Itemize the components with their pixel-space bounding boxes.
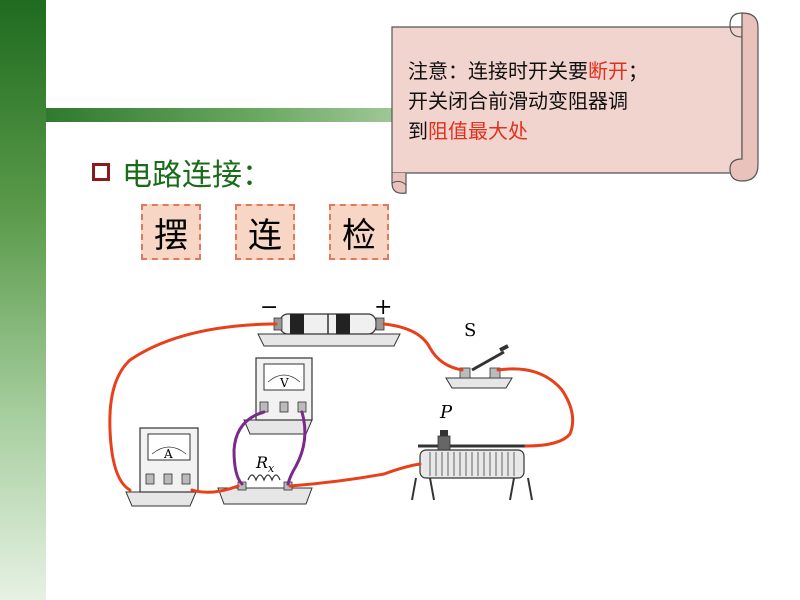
resistor-label: Rx <box>255 453 275 475</box>
switch-label: S <box>464 320 476 341</box>
plus-sign: + <box>374 295 392 320</box>
ammeter: A <box>125 427 199 507</box>
square-bullet-icon <box>92 163 110 181</box>
step-place: 摆 <box>141 204 201 260</box>
minus-sign: − <box>260 295 278 320</box>
slider-label: P <box>439 402 453 423</box>
wires <box>108 322 575 494</box>
circuit-diagram: − + S V A Rx <box>108 295 575 507</box>
note-line3-prefix: 到 <box>408 119 428 143</box>
left-decorative-bar <box>0 0 46 600</box>
note-highlight-open: 断开 <box>588 59 628 83</box>
section-heading: 电路连接： <box>92 150 272 194</box>
voltmeter: V <box>243 357 313 435</box>
note-scroll <box>391 12 759 194</box>
note-highlight-max: 阻值最大处 <box>428 119 528 143</box>
heading-title: 电路连接： <box>122 158 272 193</box>
resistor: Rx <box>217 453 313 505</box>
switch: S <box>445 320 513 389</box>
step-connect: 连 <box>235 204 295 260</box>
voltmeter-label: V <box>279 376 289 390</box>
note-line1-suffix: ； <box>628 59 648 83</box>
rheostat: P <box>411 402 533 501</box>
note-line1-prefix: 注意：连接时开关要 <box>408 59 588 83</box>
note-line2: 开关闭合前滑动变阻器调 <box>408 89 628 113</box>
step-check: 检 <box>329 204 389 260</box>
ammeter-label: A <box>163 447 173 461</box>
note-text: 注意：连接时开关要断开； 开关闭合前滑动变阻器调 到阻值最大处 <box>408 56 738 146</box>
battery: − + <box>257 295 401 347</box>
